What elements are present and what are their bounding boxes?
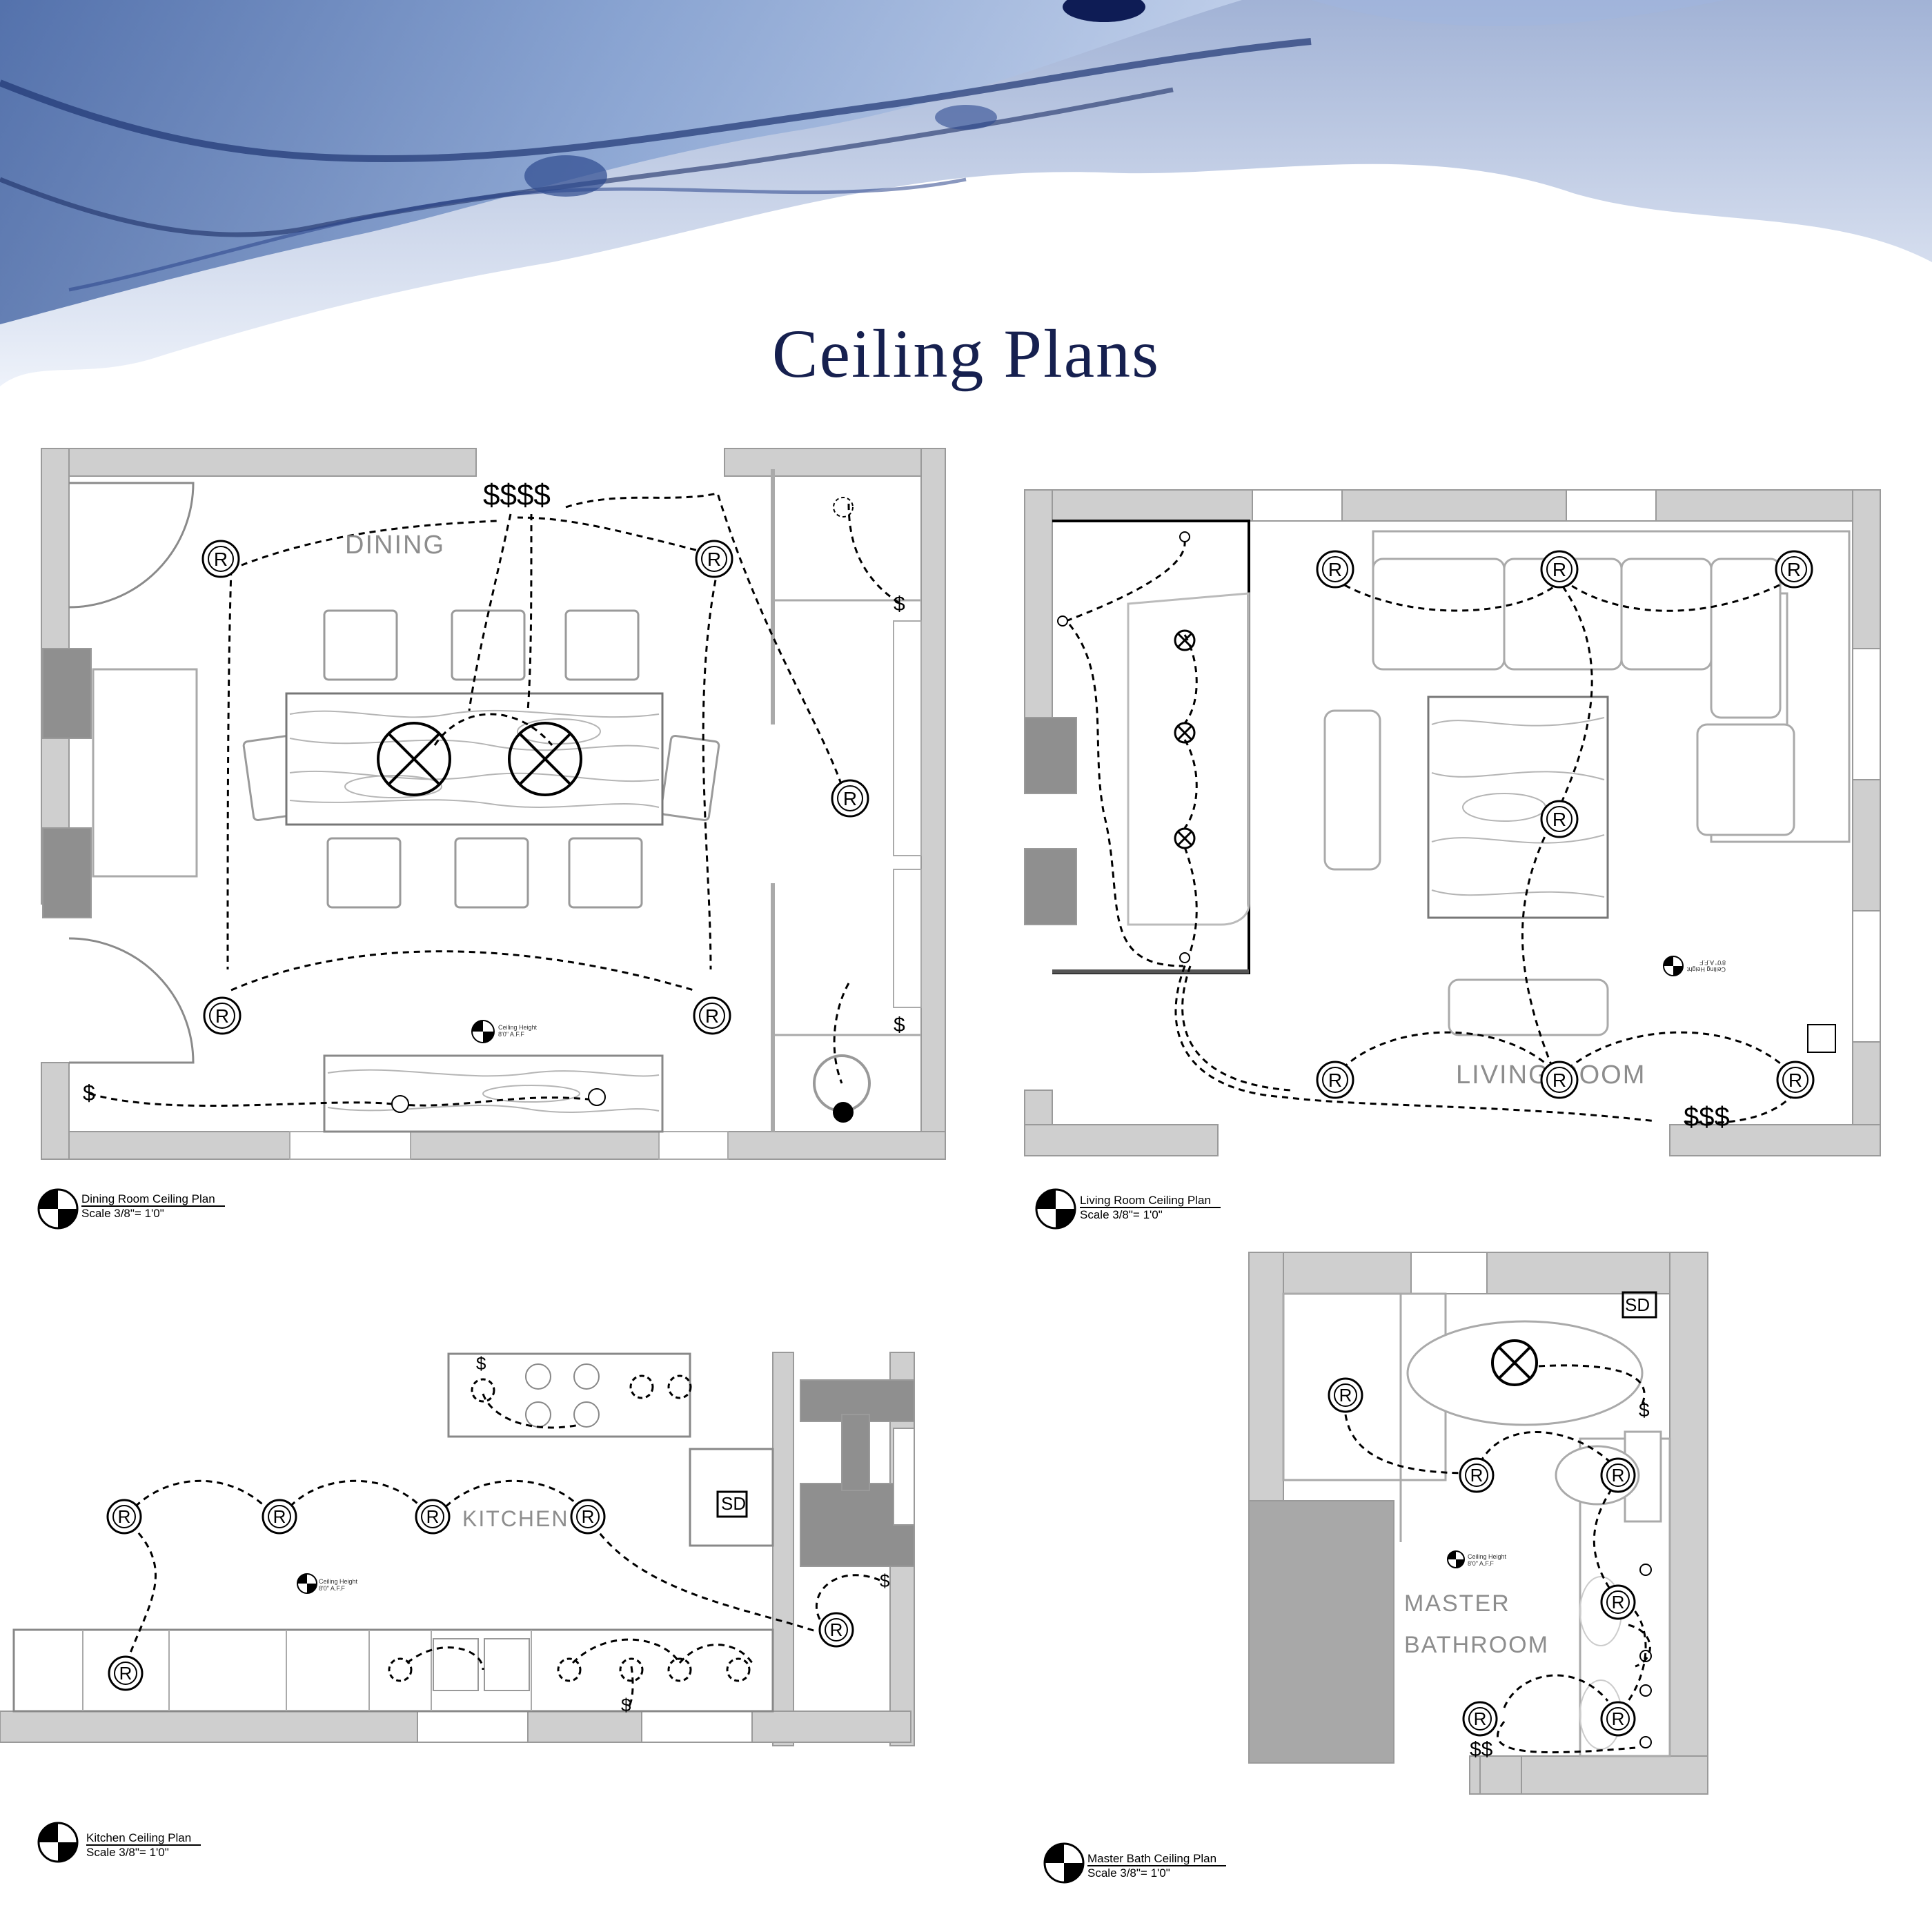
svg-text:R: R bbox=[582, 1506, 595, 1527]
dining-plan-label: Dining Room Ceiling Plan Scale 3/8"= 1'0… bbox=[81, 1192, 225, 1220]
living-label-symbol bbox=[1035, 1188, 1076, 1230]
dining-pendant-lights bbox=[377, 722, 582, 796]
svg-text:R: R bbox=[705, 1005, 719, 1027]
kitchen-plan-label: Kitchen Ceiling Plan Scale 3/8"= 1'0" bbox=[86, 1831, 201, 1859]
svg-text:$: $ bbox=[83, 1081, 95, 1105]
dining-label-symbol bbox=[37, 1188, 79, 1230]
svg-text:R: R bbox=[1552, 1070, 1566, 1091]
bath-recessed-lights: R R R R R R bbox=[1328, 1377, 1636, 1737]
header-watercolor-art bbox=[0, 0, 1932, 386]
svg-text:R: R bbox=[1787, 559, 1801, 580]
svg-text:$: $ bbox=[1639, 1399, 1650, 1421]
living-plan-label: Living Room Ceiling Plan Scale 3/8"= 1'0… bbox=[1080, 1194, 1221, 1221]
svg-text:$: $ bbox=[621, 1695, 631, 1715]
bath-plan-label: Master Bath Ceiling Plan Scale 3/8"= 1'0… bbox=[1087, 1852, 1227, 1880]
svg-text:$: $ bbox=[476, 1353, 486, 1374]
bath-label-symbol bbox=[1043, 1842, 1085, 1884]
dining-quad-switch: $$$$ bbox=[483, 478, 551, 512]
svg-text:R: R bbox=[426, 1506, 440, 1527]
svg-text:R: R bbox=[1788, 1070, 1802, 1091]
svg-text:R: R bbox=[707, 549, 721, 570]
bath-plan: $$ $ SD MASTER BATHROOM R R R R R R bbox=[1248, 1252, 1708, 1795]
living-triple-switch: $$$ bbox=[1684, 1102, 1730, 1132]
svg-text:R: R bbox=[1612, 1592, 1625, 1613]
svg-text:R: R bbox=[1339, 1385, 1352, 1406]
svg-text:R: R bbox=[1612, 1465, 1625, 1486]
svg-text:$: $ bbox=[894, 593, 905, 615]
dining-recessed-lights: R R R R R bbox=[201, 540, 869, 1035]
kitchen-room-name: KITCHEN bbox=[462, 1506, 569, 1531]
svg-text:R: R bbox=[1552, 809, 1566, 830]
svg-text:R: R bbox=[214, 549, 228, 570]
dining-room-name: DINING bbox=[345, 531, 445, 560]
svg-text:R: R bbox=[215, 1005, 229, 1027]
bath-sd: SD bbox=[1625, 1294, 1650, 1315]
bath-room-name-2: BATHROOM bbox=[1404, 1632, 1549, 1658]
kitchen-label-symbol bbox=[37, 1822, 79, 1863]
bath-ceiling-height-marker bbox=[1447, 1550, 1465, 1568]
svg-text:$: $ bbox=[894, 1014, 905, 1036]
svg-text:R: R bbox=[1328, 559, 1342, 580]
svg-text:R: R bbox=[1474, 1708, 1487, 1729]
kitchen-sd: SD bbox=[721, 1493, 746, 1514]
svg-text:R: R bbox=[119, 1663, 132, 1684]
kitchen-recessed-lights: R R R R R R bbox=[106, 1499, 854, 1691]
dining-ceiling-height-marker bbox=[471, 1020, 495, 1043]
dining-plan: $$$$ $ $ $ DINING R R R R R bbox=[41, 448, 946, 1160]
living-plan: $$$ LIVING ROOM R R R R R R R bbox=[1024, 489, 1881, 1156]
svg-text:$: $ bbox=[880, 1570, 890, 1591]
svg-text:R: R bbox=[273, 1506, 286, 1527]
svg-text:R: R bbox=[118, 1506, 131, 1527]
svg-text:R: R bbox=[1328, 1070, 1342, 1091]
page-title: Ceiling Plans bbox=[771, 315, 1161, 392]
svg-text:R: R bbox=[830, 1619, 843, 1640]
kitchen-ceiling-height-marker bbox=[297, 1573, 317, 1594]
bath-pendant-light bbox=[1491, 1339, 1538, 1386]
svg-text:R: R bbox=[843, 788, 857, 809]
svg-text:R: R bbox=[1470, 1465, 1483, 1486]
living-recessed-lights: R R R R R R R bbox=[1316, 550, 1815, 1099]
bath-room-name-1: MASTER bbox=[1404, 1590, 1510, 1617]
kitchen-plan: SD $ $ $ KITCHEN R R R R R R bbox=[0, 1352, 915, 1746]
svg-text:R: R bbox=[1552, 559, 1566, 580]
svg-text:R: R bbox=[1612, 1708, 1625, 1729]
svg-text:$$: $$ bbox=[1470, 1738, 1493, 1761]
living-ceiling-height-marker bbox=[1663, 956, 1684, 976]
